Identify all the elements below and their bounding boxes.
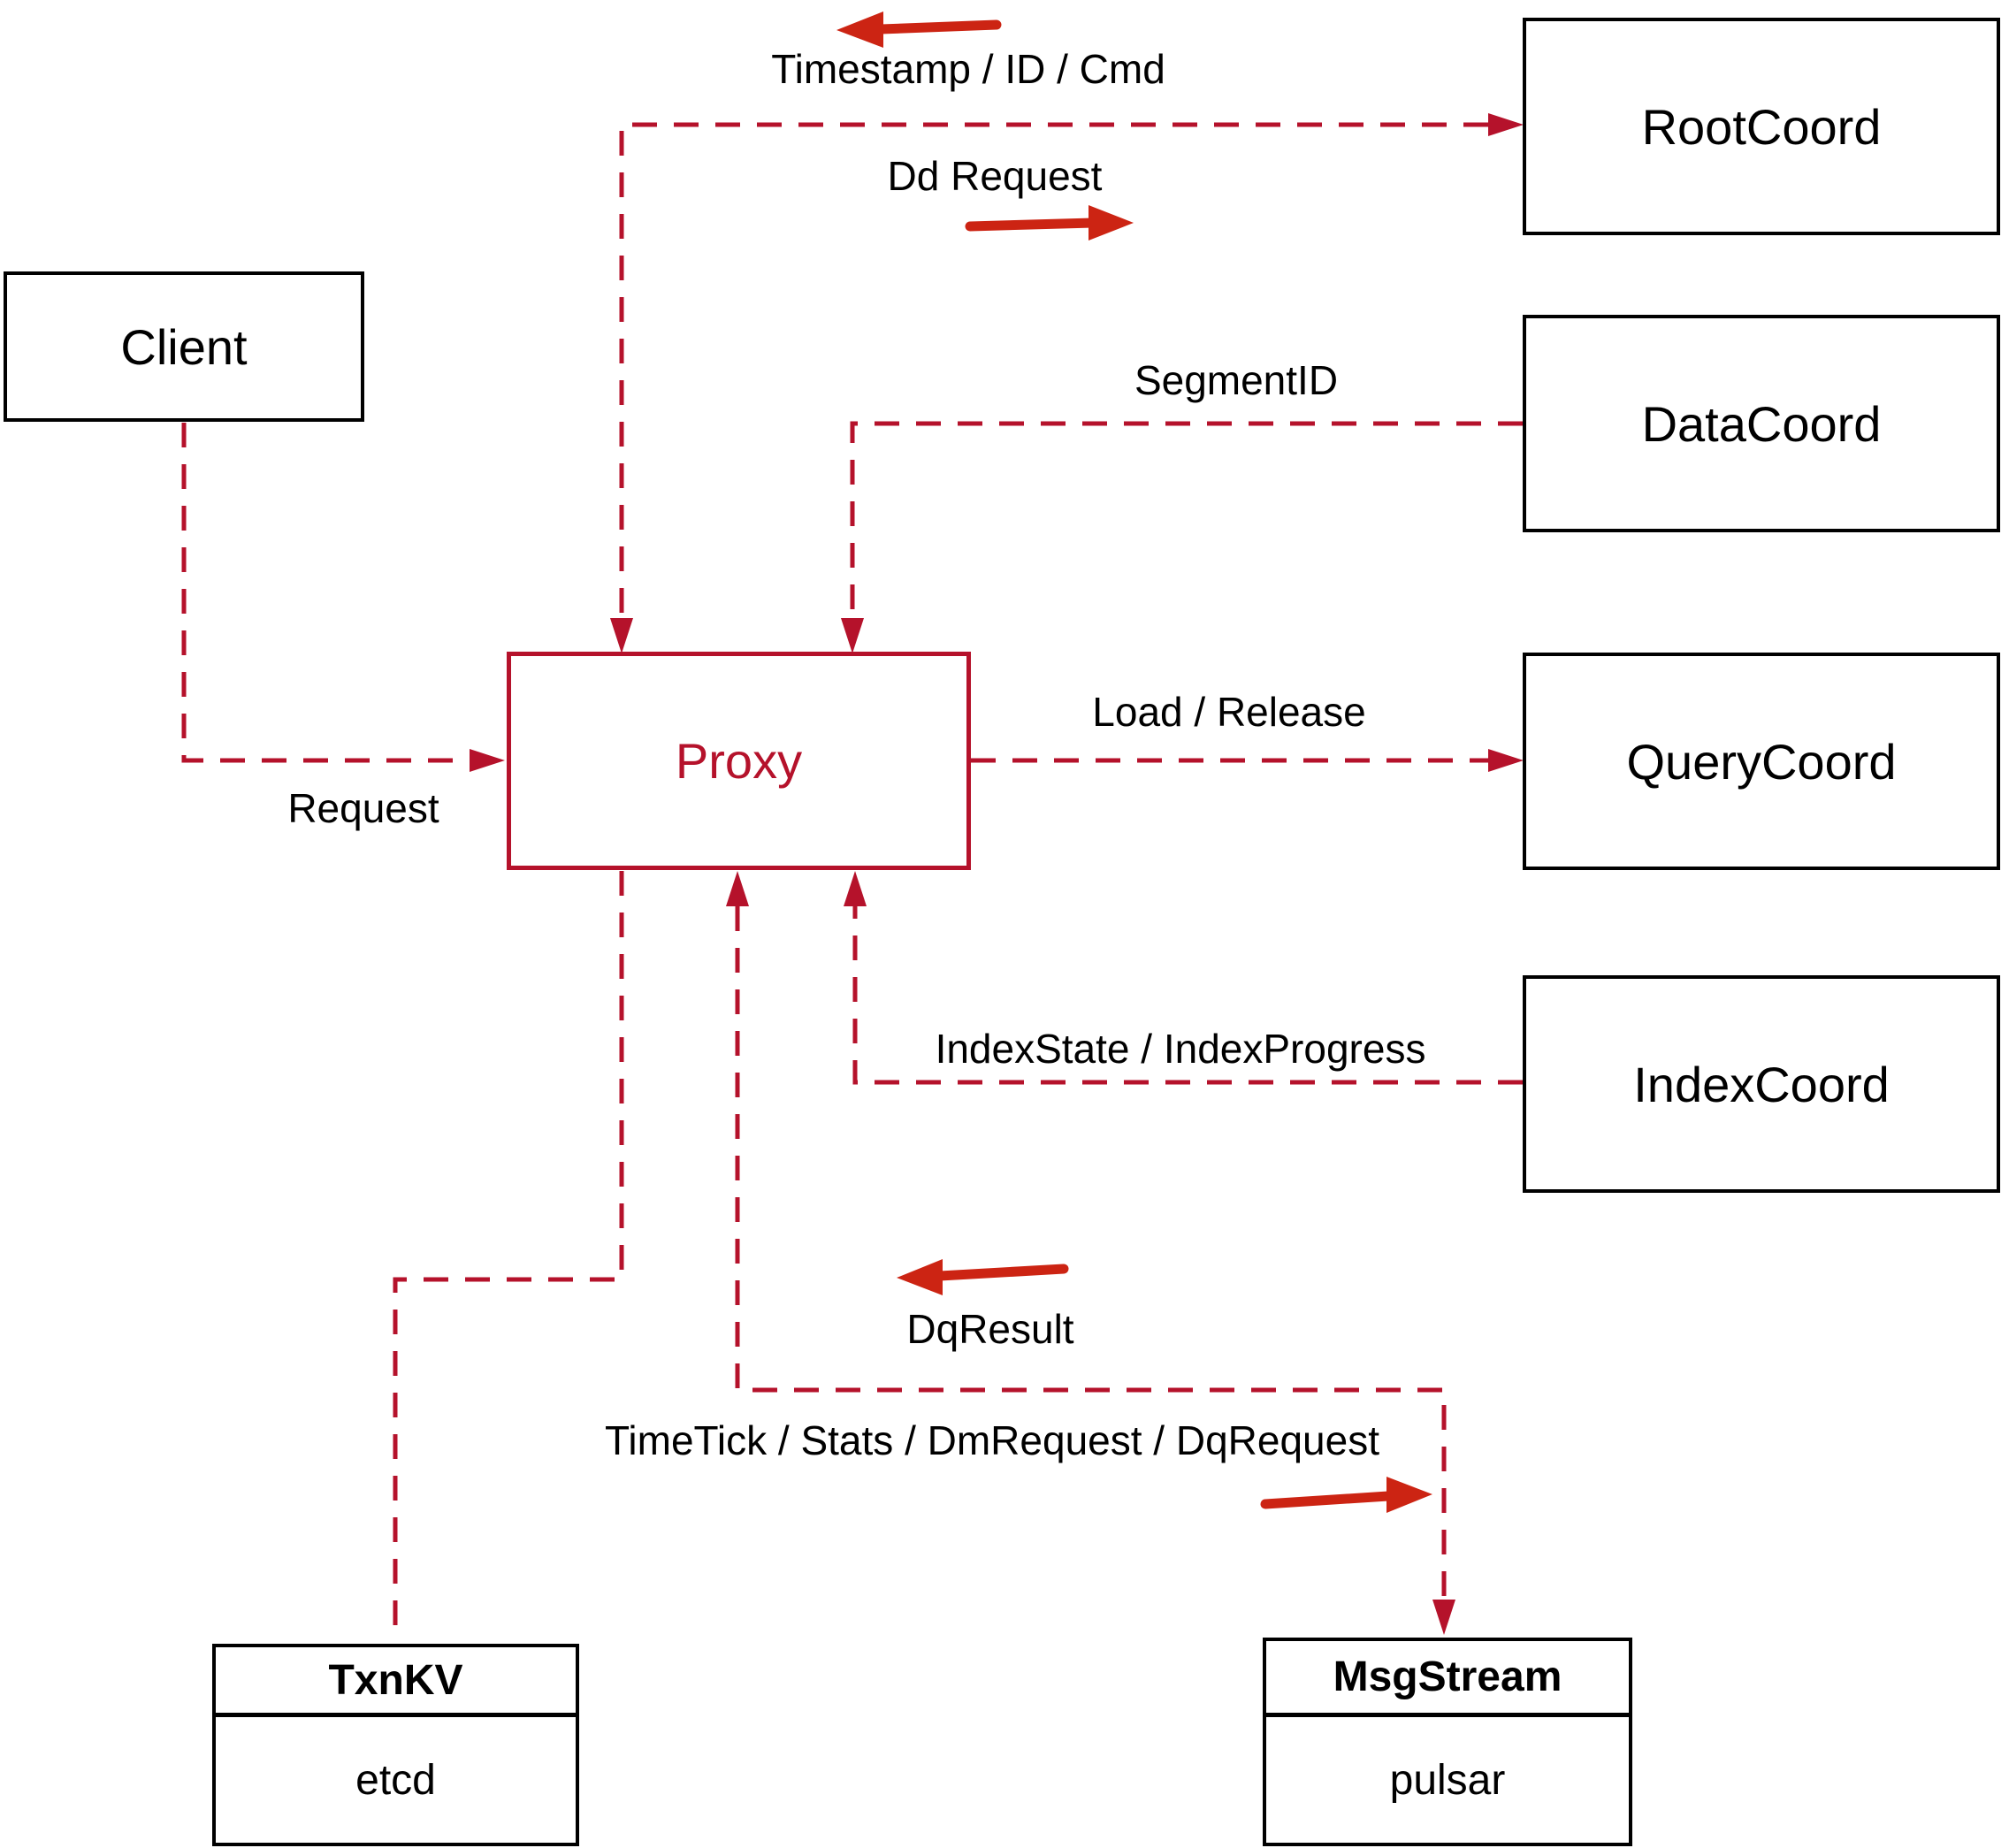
edge-label-load-release: Load / Release [1092,689,1366,735]
datacoord-proxy-connector [850,421,1523,618]
indexcoord-label: IndexCoord [1633,1056,1890,1112]
arrowhead-into-proxy-bottom-left-icon [726,871,749,906]
edge-label-dd-request: Dd Request [887,153,1103,199]
msgstream-subtitle: pulsar [1389,1756,1506,1804]
txnkv-title: TxnKV [216,1647,576,1717]
client-label: Client [120,318,248,375]
node-datacoord: DataCoord [1523,315,2000,532]
edge-label-indexstate-indexprogress: IndexState / IndexProgress [935,1026,1426,1072]
arrowhead-into-querycoord-icon [1488,749,1524,772]
rootcoord-label: RootCoord [1641,98,1882,155]
datacoord-label: DataCoord [1641,395,1882,452]
proxy-msgstream-connector [735,906,1447,1600]
node-indexcoord: IndexCoord [1523,975,2000,1193]
node-txnkv: TxnKV etcd [212,1644,579,1846]
right-arrow-dd-request-icon [965,205,1134,241]
proxy-txnkv-connector [393,871,624,1642]
msgstream-title: MsgStream [1266,1641,1629,1717]
arrowhead-into-proxy-bottom-right-icon [844,871,867,906]
arrowhead-into-proxy-top-left-icon [610,618,633,653]
querycoord-label: QueryCoord [1626,733,1897,790]
edge-label-dqresult: DqResult [906,1306,1074,1352]
arrowhead-into-rootcoord-icon [1488,113,1524,136]
right-arrow-timetick-icon [1260,1477,1432,1513]
left-arrow-dqresult-icon [897,1259,1069,1295]
indexcoord-proxy-connector [852,906,1523,1085]
node-rootcoord: RootCoord [1523,18,2000,235]
proxy-label: Proxy [675,733,803,789]
txnkv-subtitle: etcd [355,1756,436,1804]
node-client: Client [4,271,364,422]
edge-label-timestamp-id-cmd: Timestamp / ID / Cmd [771,46,1165,92]
node-proxy: Proxy [507,652,971,870]
arrowhead-into-proxy-left-icon [470,749,505,772]
arrowhead-into-proxy-top-right-icon [841,618,864,653]
node-querycoord: QueryCoord [1523,653,2000,870]
edge-label-segmentid: SegmentID [1134,357,1339,403]
edge-label-timetick-stats: TimeTick / Stats / DmRequest / DqRequest [605,1417,1379,1463]
node-msgstream: MsgStream pulsar [1263,1638,1632,1846]
client-proxy-connector [181,423,470,763]
arrowhead-into-msgstream-icon [1432,1600,1455,1635]
edge-label-request: Request [287,785,439,831]
left-arrow-timestamp-icon [836,11,1002,48]
